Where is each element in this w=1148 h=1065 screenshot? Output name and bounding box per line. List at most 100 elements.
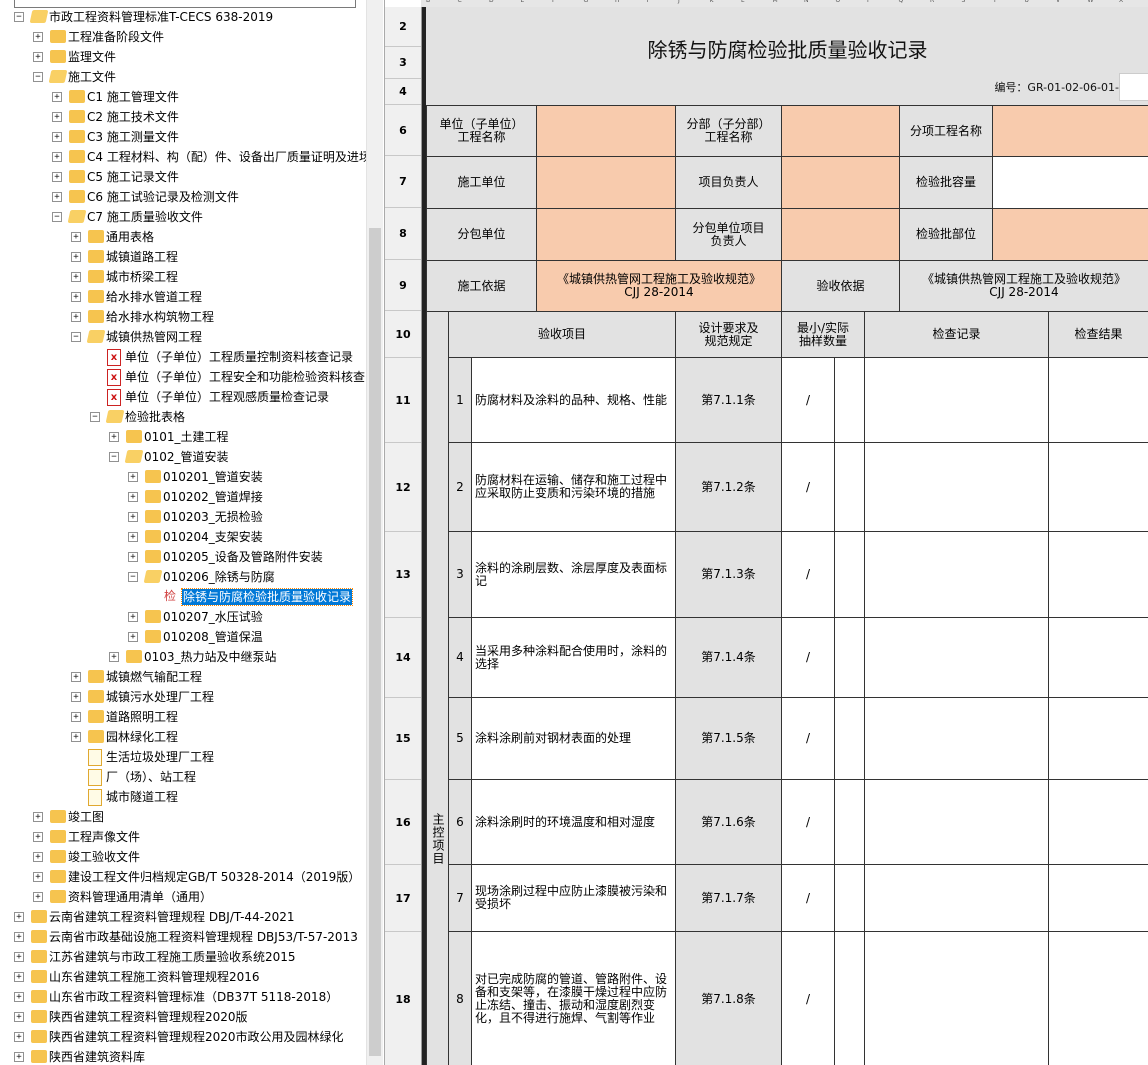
tree-node[interactable]: +C4 工程材料、构（配）件、设备出厂质量证明及进场 bbox=[0, 147, 371, 167]
tree-node[interactable]: +通用表格 bbox=[0, 227, 366, 247]
tree-node[interactable]: +C1 施工管理文件 bbox=[0, 87, 366, 107]
row-number[interactable]: 17 bbox=[385, 865, 421, 932]
tree-node[interactable]: +监理文件 bbox=[0, 47, 366, 67]
row-number[interactable]: 4 bbox=[385, 79, 421, 105]
tree-node-label[interactable]: 0103_热力站及中继泵站 bbox=[144, 650, 277, 664]
tree-scrollbar-thumb[interactable] bbox=[369, 228, 381, 1056]
tree-node[interactable]: +云南省建筑工程资料管理规程 DBJ/T-44-2021 bbox=[0, 907, 366, 927]
column-letter[interactable]: R bbox=[930, 0, 935, 4]
tree-node-label[interactable]: 010207_水压试验 bbox=[163, 610, 263, 624]
subcontractor-manager-field[interactable] bbox=[781, 208, 900, 261]
item-check-record[interactable] bbox=[864, 442, 1049, 532]
expand-icon[interactable]: + bbox=[14, 1032, 24, 1042]
column-letter[interactable]: T bbox=[993, 0, 997, 4]
tree-node-label[interactable]: 城镇污水处理厂工程 bbox=[106, 690, 215, 704]
item-sample-actual[interactable] bbox=[834, 697, 865, 780]
batch-location-field[interactable] bbox=[992, 208, 1148, 261]
expand-icon[interactable]: + bbox=[14, 1012, 24, 1022]
column-letter[interactable]: J bbox=[678, 0, 680, 4]
collapse-icon[interactable]: − bbox=[109, 452, 119, 462]
column-letter[interactable]: C bbox=[457, 0, 462, 4]
column-letter[interactable]: X bbox=[1119, 0, 1124, 4]
item-sample-actual[interactable] bbox=[834, 531, 865, 618]
column-letter[interactable]: N bbox=[804, 0, 809, 4]
expand-icon[interactable]: + bbox=[52, 192, 62, 202]
tree-node[interactable]: +0103_热力站及中继泵站 bbox=[0, 647, 366, 667]
tree-node[interactable]: −0102_管道安装 bbox=[0, 447, 366, 467]
expand-icon[interactable]: + bbox=[33, 32, 43, 42]
tree-node-label[interactable]: 建设工程文件归档规定GB/T 50328-2014（2019版） bbox=[68, 870, 361, 884]
item-sample-actual[interactable] bbox=[834, 864, 865, 932]
tree-node-label[interactable]: 010204_支架安装 bbox=[163, 530, 263, 544]
column-letter[interactable]: F bbox=[552, 0, 556, 4]
expand-icon[interactable]: + bbox=[128, 612, 138, 622]
column-letter[interactable]: M bbox=[772, 0, 778, 4]
tree-node-label[interactable]: 监理文件 bbox=[68, 50, 117, 64]
row-number[interactable]: 7 bbox=[385, 156, 421, 208]
tree-node-label[interactable]: 通用表格 bbox=[106, 230, 155, 244]
column-letter[interactable]: B bbox=[426, 0, 431, 4]
tree-node[interactable]: +建设工程文件归档规定GB/T 50328-2014（2019版） bbox=[0, 867, 366, 887]
tree-node[interactable]: +竣工图 bbox=[0, 807, 366, 827]
item-check-result[interactable] bbox=[1048, 617, 1148, 698]
tree-node-label[interactable]: 城市桥梁工程 bbox=[106, 270, 179, 284]
tree-search-input[interactable] bbox=[14, 0, 356, 8]
row-number[interactable]: 13 bbox=[385, 532, 421, 618]
item-check-result[interactable] bbox=[1048, 442, 1148, 532]
expand-icon[interactable]: + bbox=[71, 272, 81, 282]
tree-node[interactable]: +给水排水管道工程 bbox=[0, 287, 366, 307]
tree-node-label[interactable]: 资料管理通用清单（通用） bbox=[68, 890, 213, 904]
tree-node-label[interactable]: 单位（子单位）工程观感质量检查记录 bbox=[125, 390, 330, 404]
tree-node-label[interactable]: 010206_除锈与防腐 bbox=[163, 570, 275, 584]
expand-icon[interactable]: + bbox=[14, 912, 24, 922]
tree-node-label[interactable]: 单位（子单位）工程安全和功能检验资料核查 bbox=[125, 370, 366, 384]
expand-icon[interactable]: + bbox=[71, 252, 81, 262]
item-sample-count[interactable]: / bbox=[781, 931, 835, 1065]
tree-node-label[interactable]: 检验批表格 bbox=[125, 410, 186, 424]
tree-node[interactable]: +C5 施工记录文件 bbox=[0, 167, 366, 187]
tree-node-label[interactable]: 山东省市政工程资料管理标准（DB37T 5118-2018） bbox=[49, 990, 339, 1004]
expand-icon[interactable]: + bbox=[71, 732, 81, 742]
tree-node-label[interactable]: 城市隧道工程 bbox=[106, 790, 179, 804]
item-sample-count[interactable]: / bbox=[781, 617, 835, 698]
tree-node[interactable]: −010206_除锈与防腐 bbox=[0, 567, 366, 587]
tree-node[interactable]: +给水排水构筑物工程 bbox=[0, 307, 366, 327]
sub-item-field[interactable] bbox=[992, 105, 1148, 157]
expand-icon[interactable]: + bbox=[128, 552, 138, 562]
column-letter[interactable]: V bbox=[1056, 0, 1061, 4]
tree-node[interactable]: + C6 施工试验记录及检测文件 bbox=[0, 187, 366, 207]
expand-icon[interactable]: + bbox=[14, 952, 24, 962]
expand-icon[interactable]: + bbox=[52, 112, 62, 122]
item-sample-count[interactable]: / bbox=[781, 442, 835, 532]
tree-node-label[interactable]: C6 施工试验记录及检测文件 bbox=[87, 190, 239, 204]
row-number[interactable]: 9 bbox=[385, 260, 421, 311]
expand-icon[interactable]: + bbox=[128, 492, 138, 502]
tree-node[interactable]: +010207_水压试验 bbox=[0, 607, 366, 627]
tree-node-label[interactable]: 施工文件 bbox=[68, 70, 117, 84]
expand-icon[interactable]: + bbox=[14, 1052, 24, 1062]
tree-node[interactable]: +010208_管道保温 bbox=[0, 627, 366, 647]
item-check-record[interactable] bbox=[864, 617, 1049, 698]
tree-node[interactable]: −检验批表格 bbox=[0, 407, 366, 427]
item-check-record[interactable] bbox=[864, 697, 1049, 780]
tree-node[interactable]: +城镇道路工程 bbox=[0, 247, 366, 267]
column-letter[interactable]: K bbox=[709, 0, 714, 4]
tree-node-label[interactable]: 城镇供热管网工程 bbox=[106, 330, 203, 344]
tree-node[interactable]: +陕西省建筑工程资料管理规程2020版 bbox=[0, 1007, 366, 1027]
tree-node[interactable]: + 城市桥梁工程 bbox=[0, 267, 366, 287]
column-letter[interactable]: I bbox=[646, 0, 649, 4]
column-letter[interactable]: E bbox=[520, 0, 525, 4]
tree-node[interactable]: +城镇污水处理厂工程 bbox=[0, 687, 366, 707]
expand-icon[interactable]: + bbox=[14, 932, 24, 942]
tree-node-label[interactable]: 江苏省建筑与市政工程施工质量验收系统2015 bbox=[49, 950, 296, 964]
item-sample-actual[interactable] bbox=[834, 442, 865, 532]
tree-node-label[interactable]: 陕西省建筑工程资料管理规程2020市政公用及园林绿化 bbox=[49, 1030, 344, 1044]
expand-icon[interactable]: + bbox=[71, 672, 81, 682]
row-number[interactable]: 14 bbox=[385, 618, 421, 698]
tree-node[interactable]: +园林绿化工程 bbox=[0, 727, 366, 747]
tree-node-label[interactable]: C5 施工记录文件 bbox=[87, 170, 179, 184]
batch-capacity-field[interactable] bbox=[992, 156, 1148, 209]
item-check-result[interactable] bbox=[1048, 864, 1148, 932]
